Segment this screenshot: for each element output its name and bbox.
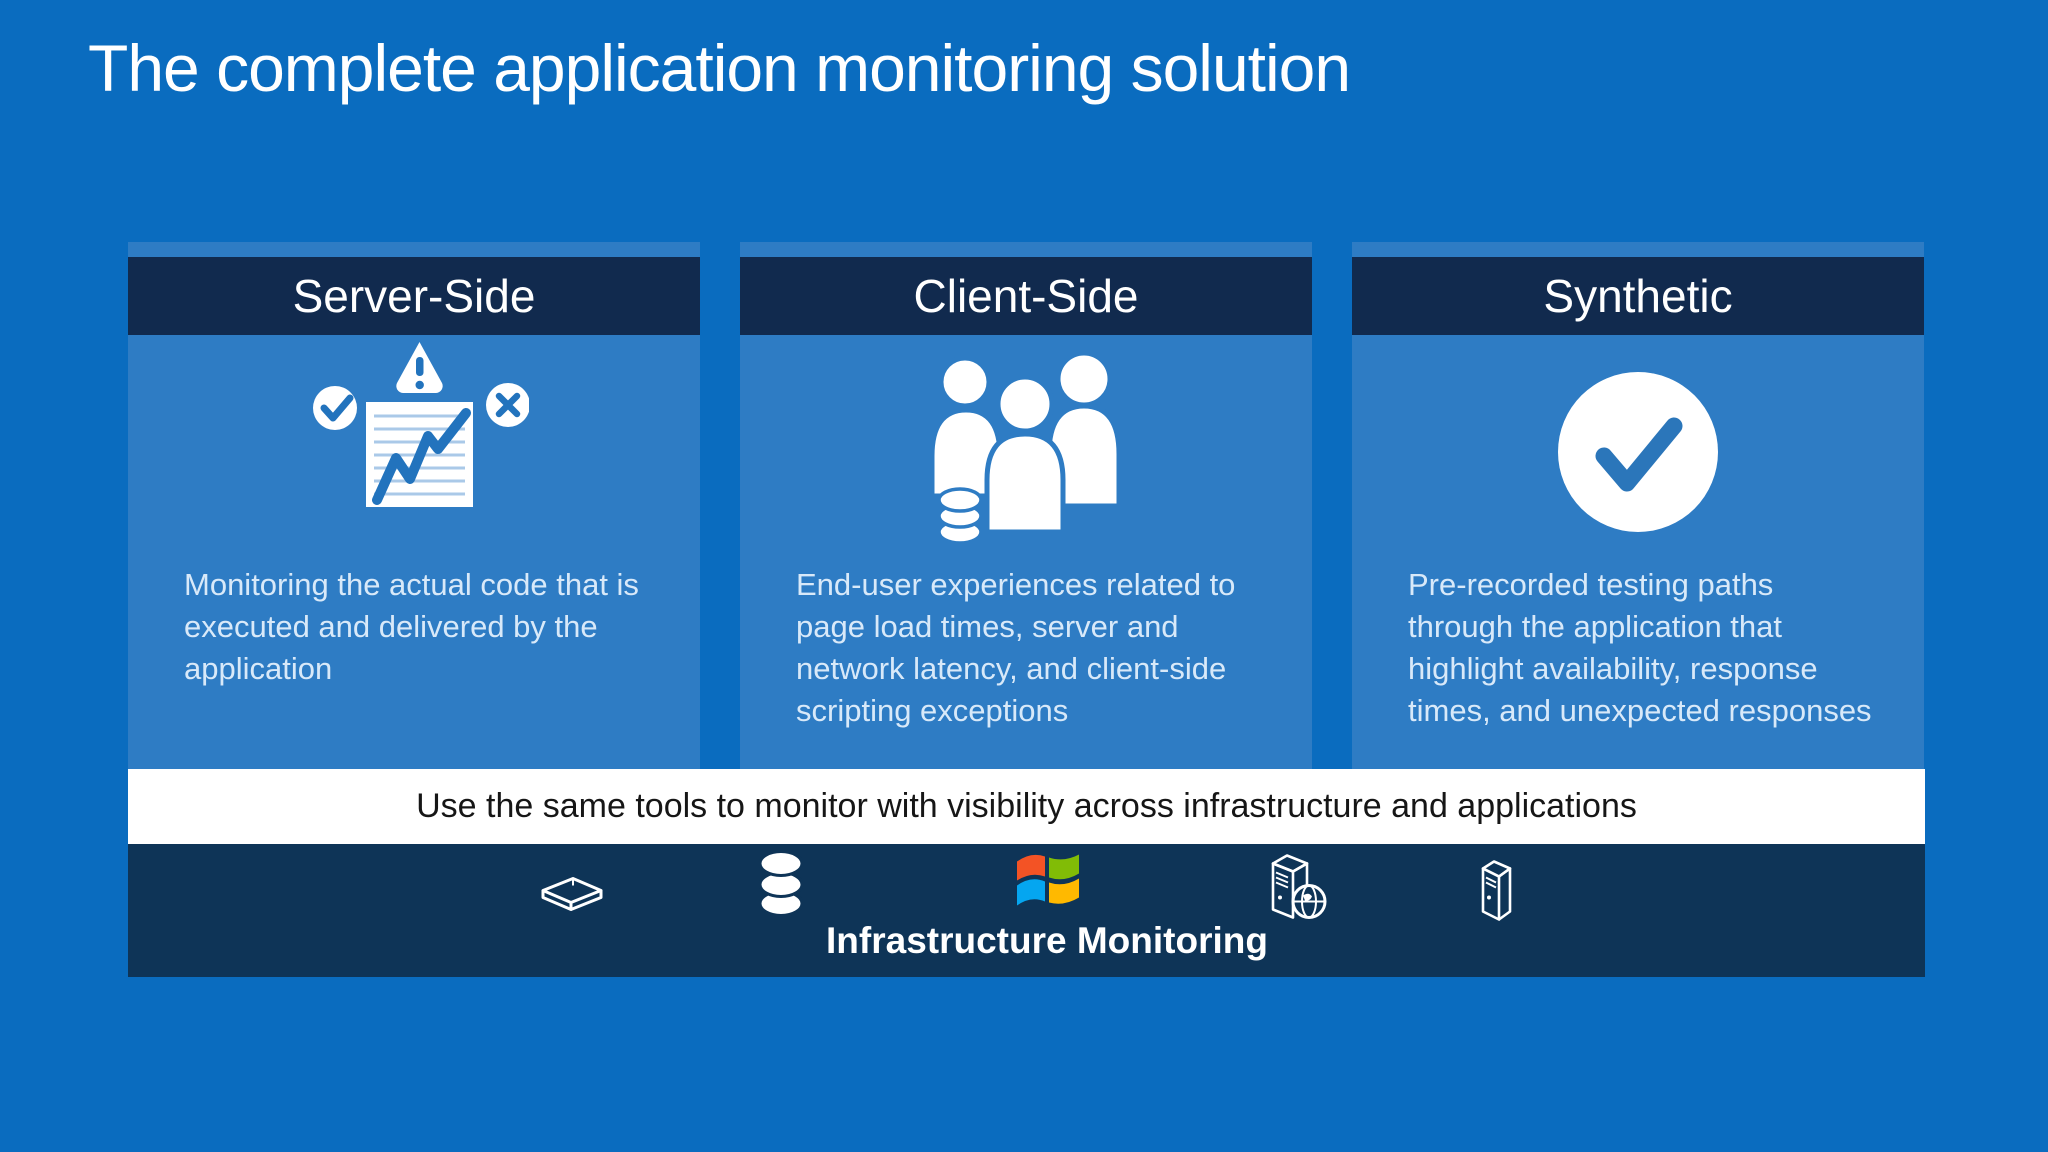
server-globe-icon: [1263, 848, 1331, 929]
windows-logo-icon: [1012, 846, 1084, 917]
card-client-side-header: Client-Side: [740, 257, 1312, 335]
slide-title: The complete application monitoring solu…: [88, 31, 1351, 105]
card-server-side-description: Monitoring the actual code that is execu…: [184, 567, 639, 686]
infrastructure-bar: Infrastructure Monitoring: [128, 844, 1925, 977]
disk-array-icon: [537, 872, 607, 919]
card-synthetic: Synthetic Pre-recorded testing paths thr…: [1352, 242, 1924, 769]
database-icon: [756, 849, 806, 924]
end-users-group-icon: [740, 338, 1312, 566]
check-circle-icon: [1352, 338, 1924, 566]
card-client-side: Client-Side: [740, 242, 1312, 769]
card-server-side-header: Server-Side: [128, 257, 700, 335]
card-synthetic-description: Pre-recorded testing paths through the a…: [1408, 567, 1872, 728]
infrastructure-monitoring-label: Infrastructure Monitoring: [826, 920, 1268, 961]
banner-strip: Use the same tools to monitor with visib…: [128, 769, 1925, 844]
card-server-side: Server-Side: [128, 242, 700, 769]
code-monitoring-report-icon: [128, 338, 700, 566]
banner-text: Use the same tools to monitor with visib…: [416, 787, 1637, 825]
card-synthetic-header: Synthetic: [1352, 257, 1924, 335]
card-client-side-description: End-user experiences related to page loa…: [796, 567, 1236, 728]
server-tower-icon: [1475, 854, 1519, 931]
